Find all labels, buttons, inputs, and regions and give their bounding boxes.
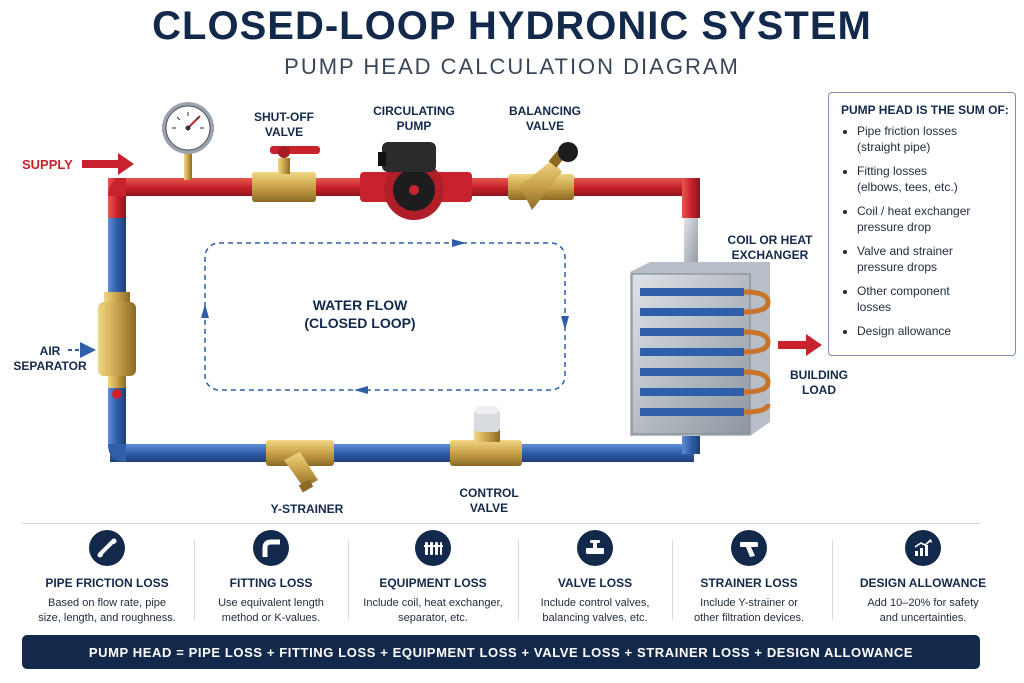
summary-item: Pipe friction losses(straight pipe) <box>857 123 1015 155</box>
label-line: PUMP <box>396 119 432 133</box>
label-line: COIL OR HEAT <box>727 233 813 247</box>
balancing-valve-icon <box>508 142 578 210</box>
control-valve-icon <box>450 406 522 466</box>
summary-list: Pipe friction losses(straight pipe) Fitt… <box>829 123 1015 339</box>
elbow-fitting-icon <box>253 530 289 566</box>
building-load-arrow-icon <box>778 334 822 356</box>
building-load-label: BUILDING LOAD <box>784 368 854 398</box>
label-line: BUILDING <box>790 368 848 382</box>
return-pipe <box>108 218 700 462</box>
growth-chart-icon <box>905 530 941 566</box>
summary-item: Fitting losses(elbows, tees, etc.) <box>857 163 1015 195</box>
section-divider <box>22 523 980 524</box>
radiator-icon <box>415 530 451 566</box>
pressure-gauge-icon <box>162 102 214 180</box>
y-strainer-label: Y-STRAINER <box>270 502 344 516</box>
flow-direction-arrows <box>201 239 569 394</box>
card-title: FITTING LOSS <box>229 576 313 590</box>
card-title: VALVE LOSS <box>557 576 633 590</box>
summary-title: PUMP HEAD IS THE SUM OF: <box>841 103 1009 117</box>
card-separator <box>348 540 349 620</box>
card-equipment-loss: EQUIPMENT LOSS Include coil, heat exchan… <box>350 530 516 626</box>
supply-arrow-icon <box>82 153 134 175</box>
card-title: PIPE FRICTION LOSS <box>45 576 169 590</box>
label-line: VALVE <box>525 119 565 133</box>
label-line: LOAD <box>802 383 836 397</box>
page-title: CLOSED-LOOP HYDRONIC SYSTEM <box>152 4 872 48</box>
control-valve-label: CONTROL VALVE <box>444 486 534 516</box>
card-title: STRAINER LOSS <box>700 576 798 590</box>
coil-heat-exchanger-label: COIL OR HEAT EXCHANGER <box>720 233 820 263</box>
label-line: CONTROL <box>459 486 519 500</box>
circulating-pump-label: CIRCULATING PUMP <box>364 104 464 134</box>
pump-head-summary-box: PUMP HEAD IS THE SUM OF: Pipe friction l… <box>828 92 1016 356</box>
card-pipe-friction-loss: PIPE FRICTION LOSS Based on flow rate, p… <box>22 530 192 626</box>
circulating-pump-icon <box>360 142 472 220</box>
shutoff-valve-icon <box>252 146 320 202</box>
label-line: BALANCING <box>509 104 581 118</box>
y-strainer-icon <box>266 440 334 493</box>
label-line: SEPARATOR <box>13 359 87 373</box>
card-separator <box>518 540 519 620</box>
flow-line: WATER FLOW <box>312 297 408 313</box>
card-description: Include coil, heat exchanger,separator, … <box>363 597 503 624</box>
card-separator <box>194 540 195 620</box>
card-title: DESIGN ALLOWANCE <box>859 576 987 590</box>
air-separator-icon <box>98 292 136 399</box>
valve-icon <box>577 530 613 566</box>
supply-label: SUPPLY <box>22 157 73 172</box>
pump-head-formula-bar: PUMP HEAD = PIPE LOSS + FITTING LOSS + E… <box>22 635 980 669</box>
card-separator <box>832 540 833 620</box>
water-flow-label: WATER FLOW (CLOSED LOOP) <box>240 296 480 332</box>
label-line: VALVE <box>264 125 304 139</box>
balancing-valve-label: BALANCING VALVE <box>500 104 590 134</box>
label-line: AIR <box>39 344 61 358</box>
label-line: EXCHANGER <box>731 248 809 262</box>
air-separator-label: AIR SEPARATOR <box>8 344 92 374</box>
card-valve-loss: VALVE LOSS Include control valves,balanc… <box>520 530 670 626</box>
summary-item: Design allowance <box>857 323 1015 339</box>
heat-exchanger-icon <box>630 262 771 436</box>
pipe-icon <box>89 530 125 566</box>
card-separator <box>672 540 673 620</box>
card-description: Include control valves,balancing valves,… <box>540 597 650 624</box>
label-line: VALVE <box>469 501 509 515</box>
label-line: CIRCULATING <box>373 104 455 118</box>
water-flow-loop <box>204 242 566 391</box>
flow-line: (CLOSED LOOP) <box>304 315 416 331</box>
label-line: SHUT-OFF <box>254 110 314 124</box>
card-title: EQUIPMENT LOSS <box>379 576 487 590</box>
shutoff-valve-label: SHUT-OFF VALVE <box>244 110 324 140</box>
page-subtitle: PUMP HEAD CALCULATION DIAGRAM <box>284 54 740 79</box>
strainer-icon <box>731 530 767 566</box>
